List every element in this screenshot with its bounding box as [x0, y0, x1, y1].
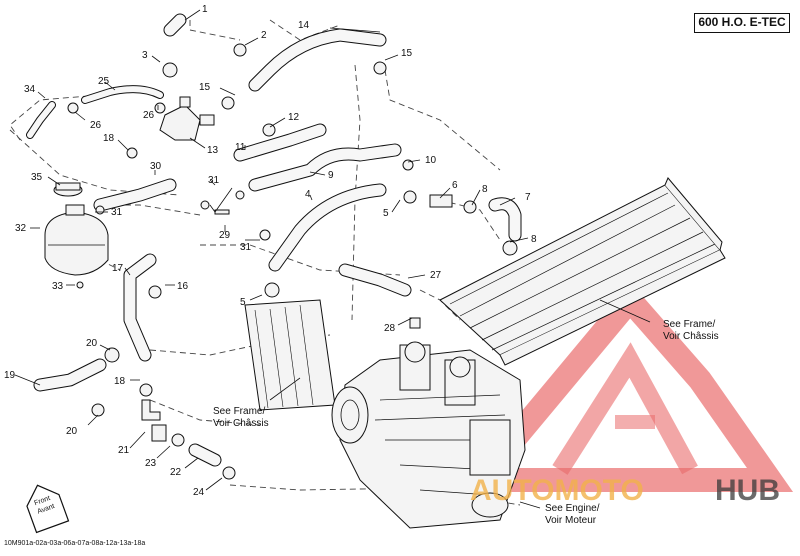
part-label-8a: 8	[482, 184, 488, 195]
part-label-31b: 31	[111, 207, 123, 218]
watermark-text-part2: HUB	[715, 474, 780, 507]
part-number-labels: 1 2 3 4 5 5 6 7 8 8 9 10 11 12 13 14 15 …	[4, 4, 537, 498]
part-label-14: 14	[298, 20, 310, 31]
part-label-2: 2	[261, 30, 267, 41]
part-label-12: 12	[288, 112, 300, 123]
note-frame-left-line1: See Frame/	[213, 406, 265, 417]
fittings-and-clamps	[67, 43, 518, 480]
model-badge: 600 H.O. E-TEC	[694, 13, 790, 33]
part-label-20a: 20	[86, 338, 98, 349]
watermark-logo	[454, 281, 794, 492]
part-label-10: 10	[425, 155, 437, 166]
part-label-22: 22	[170, 467, 182, 478]
part-label-35: 35	[31, 172, 43, 183]
note-engine-line2: Voir Moteur	[545, 515, 597, 526]
part-label-23: 23	[145, 458, 157, 469]
part-label-9: 9	[328, 170, 334, 181]
part-label-16: 16	[177, 281, 189, 292]
note-frame-right-line1: See Frame/	[663, 319, 715, 330]
part-label-31c: 31	[240, 242, 252, 253]
part-label-18a: 18	[103, 133, 115, 144]
part-label-28: 28	[384, 323, 396, 334]
part-label-26a: 26	[143, 110, 155, 121]
part-label-18b: 18	[114, 376, 126, 387]
part-label-5b: 5	[240, 297, 246, 308]
heat-exchanger-left	[244, 299, 336, 411]
part-label-8b: 8	[531, 234, 537, 245]
part-label-3: 3	[142, 50, 148, 61]
note-frame-right-line2: Voir Châssis	[663, 331, 719, 342]
note-engine-line1: See Engine/	[545, 503, 600, 514]
part-label-20b: 20	[66, 426, 78, 437]
part-label-7: 7	[525, 192, 531, 203]
part-label-6: 6	[452, 180, 458, 191]
part-label-32: 32	[15, 223, 27, 234]
part-label-15b: 15	[199, 82, 211, 93]
watermark-text: AUTOMOTO HUB	[470, 474, 780, 507]
leader-lines	[14, 9, 651, 509]
part-label-1: 1	[202, 4, 208, 15]
part-label-29: 29	[219, 230, 231, 241]
diagram-code: 10M901a-02a-03a-06a-07a-08a-12a-13a-18a	[4, 540, 146, 547]
part-label-33: 33	[52, 281, 64, 292]
coolant-tank	[44, 204, 109, 276]
reference-notes: See Frame/ Voir Châssis See Frame/ Voir …	[213, 319, 719, 526]
watermark-text-part1: AUTOMOTO	[470, 474, 644, 507]
tank-cap	[53, 182, 83, 197]
part-label-31a: 31	[208, 175, 220, 186]
part-label-25: 25	[98, 76, 110, 87]
front-direction-arrow: Front Avant	[26, 484, 70, 534]
heat-exchanger-right	[439, 177, 726, 366]
part-label-11: 11	[235, 142, 246, 153]
part-label-30: 30	[150, 161, 162, 172]
part-label-19: 19	[4, 370, 16, 381]
part-label-27: 27	[430, 270, 442, 281]
hoses	[26, 13, 522, 467]
engine-block	[331, 341, 526, 529]
part-label-5a: 5	[383, 208, 389, 219]
part-label-13: 13	[207, 145, 219, 156]
part-label-26b: 26	[90, 120, 102, 131]
part-label-15a: 15	[401, 48, 413, 59]
note-frame-left-line2: Voir Châssis	[213, 418, 269, 429]
part-label-21: 21	[118, 445, 130, 456]
part-label-24: 24	[193, 487, 205, 498]
part-label-17: 17	[112, 263, 124, 274]
part-label-4: 4	[305, 189, 311, 200]
part-label-34: 34	[24, 84, 36, 95]
